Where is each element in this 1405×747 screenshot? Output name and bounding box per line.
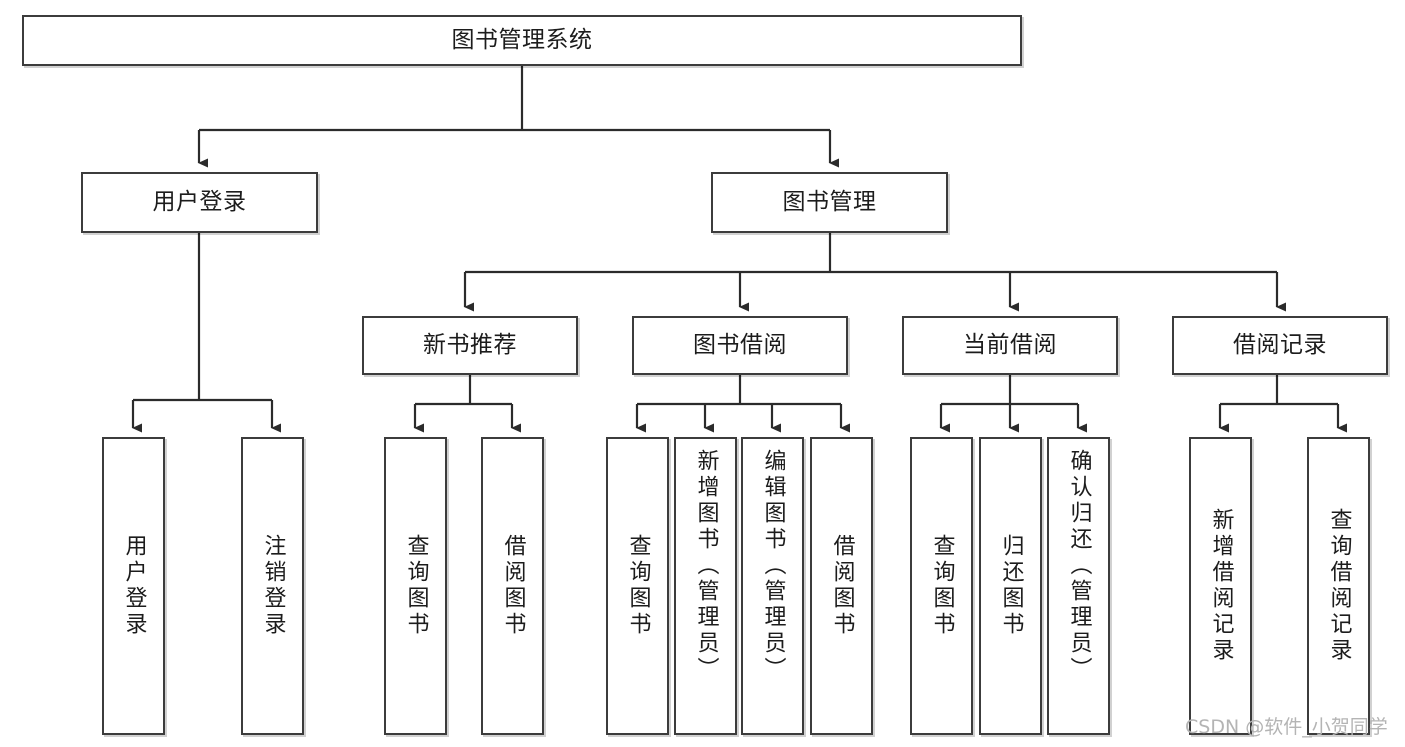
leaf-book-borrow-edit-book-admin[interactable]: 编辑图书（管理员） bbox=[741, 437, 804, 735]
watermark-text: CSDN @软件_小贺同学 bbox=[1185, 716, 1388, 738]
leaf-new-book-query-book[interactable]: 查询图书 bbox=[384, 437, 447, 735]
node-label: 查询图书 bbox=[929, 534, 955, 638]
leaf-book-borrow-query-book[interactable]: 查询图书 bbox=[606, 437, 669, 735]
node-user-login[interactable]: 用户登录 bbox=[81, 172, 318, 233]
node-label: 借阅图书 bbox=[500, 534, 526, 638]
leaf-book-borrow-add-book-admin[interactable]: 新增图书（管理员） bbox=[674, 437, 737, 735]
leaf-user-login-login[interactable]: 用户登录 bbox=[102, 437, 165, 735]
leaf-current-borrow-return-book[interactable]: 归还图书 bbox=[979, 437, 1042, 735]
node-label: 当前借阅 bbox=[963, 332, 1057, 359]
node-label: 确认归还（管理员） bbox=[1066, 449, 1092, 683]
node-label: 新增借阅记录 bbox=[1208, 508, 1234, 664]
leaf-book-borrow-borrow-book[interactable]: 借阅图书 bbox=[810, 437, 873, 735]
node-label: 查询图书 bbox=[625, 534, 651, 638]
node-label: 图书管理 bbox=[782, 189, 877, 216]
node-label: 查询图书 bbox=[403, 534, 429, 638]
node-borrow-record[interactable]: 借阅记录 bbox=[1172, 316, 1388, 375]
leaf-user-login-logout[interactable]: 注销登录 bbox=[241, 437, 304, 735]
leaf-borrow-record-add-record[interactable]: 新增借阅记录 bbox=[1189, 437, 1252, 735]
node-root-book-management-system[interactable]: 图书管理系统 bbox=[22, 15, 1022, 66]
node-label: 图书借阅 bbox=[693, 332, 787, 359]
leaf-new-book-borrow-book[interactable]: 借阅图书 bbox=[481, 437, 544, 735]
leaf-borrow-record-query-record[interactable]: 查询借阅记录 bbox=[1307, 437, 1370, 735]
node-label: 查询借阅记录 bbox=[1326, 508, 1352, 664]
node-label: 编辑图书（管理员） bbox=[760, 449, 786, 683]
node-label: 新书推荐 bbox=[423, 332, 517, 359]
node-label: 借阅图书 bbox=[829, 534, 855, 638]
leaf-current-borrow-confirm-return-admin[interactable]: 确认归还（管理员） bbox=[1047, 437, 1110, 735]
node-label: 用户登录 bbox=[152, 189, 247, 216]
node-label: 注销登录 bbox=[260, 534, 286, 638]
leaf-current-borrow-query-book[interactable]: 查询图书 bbox=[910, 437, 973, 735]
node-new-book-recommend[interactable]: 新书推荐 bbox=[362, 316, 578, 375]
node-label: 归还图书 bbox=[998, 534, 1024, 638]
node-current-borrow[interactable]: 当前借阅 bbox=[902, 316, 1118, 375]
node-book-borrow[interactable]: 图书借阅 bbox=[632, 316, 848, 375]
node-label: 用户登录 bbox=[121, 534, 147, 638]
node-label: 借阅记录 bbox=[1233, 332, 1327, 359]
node-label: 新增图书（管理员） bbox=[693, 449, 719, 683]
node-label: 图书管理系统 bbox=[451, 27, 593, 54]
node-book-management[interactable]: 图书管理 bbox=[711, 172, 948, 233]
